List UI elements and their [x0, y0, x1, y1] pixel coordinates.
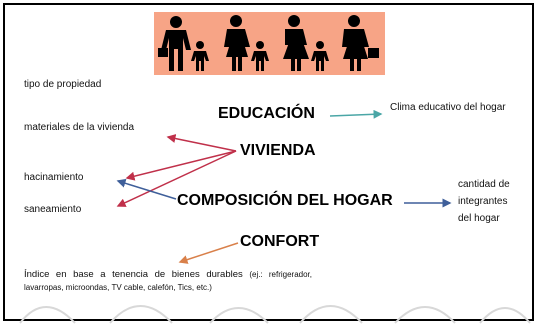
heading-confort: CONFORT	[240, 233, 320, 250]
label-cantidad-3: del hogar	[458, 213, 500, 224]
footnote-examples: (ej.: refrigerador, lavarropas, microond…	[24, 270, 313, 292]
arrow-vivienda-materiales	[166, 134, 237, 152]
footnote-indice-confort: Índice en base a tenencia de bienes dura…	[24, 268, 312, 294]
label-cantidad-2: integrantes	[458, 196, 508, 207]
arrow-vivienda-hacinamiento	[125, 150, 237, 181]
footnote-main: Índice en base a tenencia de bienes dura…	[24, 269, 243, 280]
label-materiales: materiales de la vivienda	[24, 122, 135, 133]
arrow-vivienda-saneamiento	[116, 150, 237, 207]
label-saneamiento: saneamiento	[24, 204, 82, 215]
label-tipo-propiedad: tipo de propiedad	[24, 79, 102, 90]
heading-vivienda: VIVIENDA	[240, 142, 316, 159]
label-clima-educativo: Clima educativo del hogar	[390, 102, 506, 113]
family-banner	[154, 12, 385, 75]
label-cantidad-1: cantidad de	[458, 179, 510, 190]
heading-composicion: COMPOSICIÓN DEL HOGAR	[177, 192, 393, 209]
arrow-composicion-hacinamiento	[116, 178, 177, 200]
decorative-watermark-icon	[19, 305, 531, 324]
label-hacinamiento: hacinamiento	[24, 172, 84, 183]
family-silhouette-icon	[158, 15, 379, 71]
arrow-educacion-clima	[329, 109, 383, 119]
arrow-confort-indice	[178, 242, 239, 264]
slide-frame	[3, 3, 534, 321]
heading-educacion: EDUCACIÓN	[218, 105, 315, 122]
